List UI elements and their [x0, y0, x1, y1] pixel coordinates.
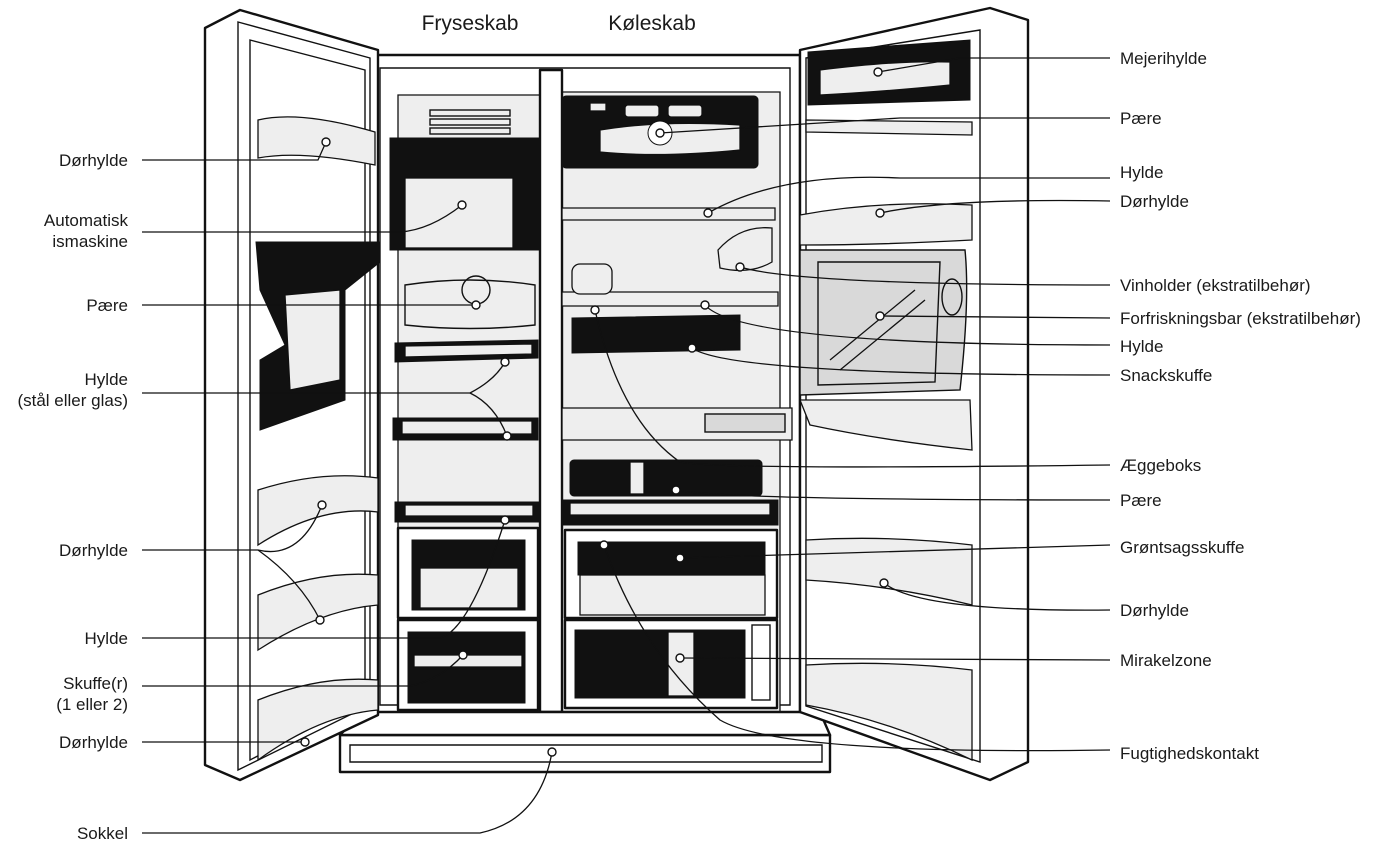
label-egg-box: Æggeboks	[1120, 456, 1201, 475]
label-bulb-mid-right: Pære	[1120, 491, 1162, 510]
label-snack-drawer: Snackskuffe	[1120, 366, 1212, 385]
right-leader-lines	[594, 57, 1111, 752]
label-ice-maker-line1: Automatisk	[44, 211, 129, 230]
label-door-shelf-bottom-right: Dørhylde	[1120, 601, 1189, 620]
label-miracle-zone: Mirakelzone	[1120, 651, 1212, 670]
label-door-shelf-mid-left: Dørhylde	[59, 541, 128, 560]
left-labels: Dørhylde Automatisk ismaskine Pære Hylde…	[17, 151, 128, 843]
label-shelf-left: Hylde	[85, 629, 128, 648]
fridge-title: Køleskab	[608, 12, 696, 35]
label-drawer-line2: (1 eller 2)	[56, 695, 128, 714]
label-bulb-left: Pære	[86, 296, 128, 315]
label-door-shelf-top-left: Dørhylde	[59, 151, 128, 170]
label-shelf-top-right: Hylde	[1120, 163, 1163, 182]
label-shelf-line2: (stål eller glas)	[17, 391, 128, 410]
refrigerator-illustration	[203, 6, 1030, 782]
label-door-shelf-top-right: Dørhylde	[1120, 192, 1189, 211]
label-dairy-shelf: Mejerihylde	[1120, 49, 1207, 68]
label-drawer-line1: Skuffe(r)	[63, 674, 128, 693]
label-refresh-bar: Forfriskningsbar (ekstratilbehør)	[1120, 309, 1361, 328]
label-ice-maker-line2: ismaskine	[52, 232, 128, 251]
pointer-dots	[300, 67, 889, 757]
right-labels: Mejerihylde Pære Hylde Dørhylde Vinholde…	[1120, 49, 1361, 763]
label-door-shelf-bottom-left: Dørhylde	[59, 733, 128, 752]
label-vegetable-drawer: Grøntsagsskuffe	[1120, 538, 1244, 557]
label-shelf-mid-right: Hylde	[1120, 337, 1163, 356]
label-wine-holder: Vinholder (ekstratilbehør)	[1120, 276, 1311, 295]
label-bulb-top-right: Pære	[1120, 109, 1162, 128]
left-leader-lines	[142, 141, 553, 834]
label-humidity-switch: Fugtighedskontakt	[1120, 744, 1259, 763]
freezer-title: Fryseskab	[422, 12, 519, 35]
label-base: Sokkel	[77, 824, 128, 843]
label-shelf-line1: Hylde	[85, 370, 128, 389]
